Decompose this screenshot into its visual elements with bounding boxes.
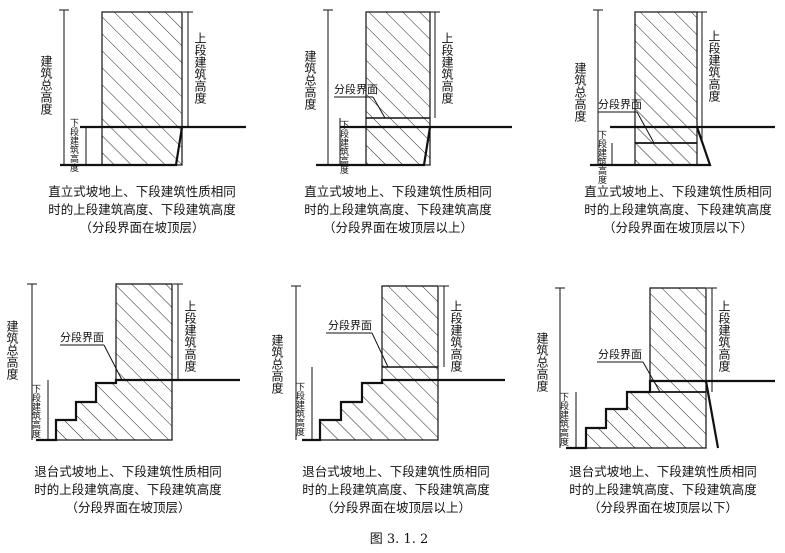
lower-height-label: 下段建筑高度 bbox=[30, 384, 41, 439]
building-block bbox=[365, 11, 431, 166]
total-height-label: 建筑总高度 bbox=[573, 62, 587, 122]
ground-stepped bbox=[36, 378, 240, 442]
panel-straight-below-top: 分段界面 建筑总高度 上段建筑高度 下段建筑高度 直立式坡地上、下段建筑性质相同… bbox=[573, 9, 775, 235]
caption-line-1: 退台式坡地上、下段建筑性质相同 bbox=[302, 464, 490, 479]
panel-terraced-at-top: 分段界面 建筑总高度 上段建筑高度 下段建筑高度 退台式坡地上、下段建筑性质相同… bbox=[5, 283, 240, 515]
lower-height-label: 下段建筑高度 bbox=[294, 382, 305, 437]
caption-line-3: （分段界面在坡顶层以上） bbox=[323, 220, 473, 235]
lower-height-label: 下段建筑高度 bbox=[558, 392, 569, 447]
caption-line-1: 直立式坡地上、下段建筑性质相同 bbox=[584, 184, 772, 199]
panel-straight-above-top: 分段界面 建筑总高度 上段建筑高度 下段建筑高度 直立式坡地上、下段建筑性质相同… bbox=[303, 9, 512, 235]
caption-line-2: 时的上段建筑高度、下段建筑高度 bbox=[569, 482, 757, 497]
caption-line-1: 直立式坡地上、下段建筑性质相同 bbox=[48, 184, 236, 199]
caption-line-1: 退台式坡地上、下段建筑性质相同 bbox=[569, 464, 757, 479]
upper-height-label: 上段建筑高度 bbox=[449, 300, 463, 372]
figure-number: 图 3. 1. 2 bbox=[370, 532, 428, 547]
caption-line-3: （分段界面在坡顶层以下） bbox=[603, 220, 753, 235]
panel-terraced-above-top: 分段界面 建筑总高度 上段建筑高度 下段建筑高度 退台式坡地上、下段建筑性质相同… bbox=[270, 285, 505, 515]
caption-line-3: （分段界面在坡顶层以上） bbox=[321, 500, 471, 515]
total-height-label: 建筑总高度 bbox=[39, 55, 53, 115]
total-height-label: 建筑总高度 bbox=[535, 332, 549, 392]
upper-height-label: 上段建筑高度 bbox=[183, 300, 197, 372]
interface-label: 分段界面 bbox=[598, 347, 642, 361]
upper-height-label: 上段建筑高度 bbox=[193, 32, 207, 104]
caption-line-3: （分段界面在坡顶层） bbox=[65, 500, 190, 515]
lower-height-label: 下段建筑高度 bbox=[338, 120, 349, 175]
building-block bbox=[319, 285, 439, 441]
caption-line-3: （分段界面在坡顶层） bbox=[79, 220, 204, 235]
upper-height-label: 上段建筑高度 bbox=[717, 300, 731, 372]
caption-line-2: 时的上段建筑高度、下段建筑高度 bbox=[302, 482, 490, 497]
caption-line-2: 时的上段建筑高度、下段建筑高度 bbox=[304, 202, 492, 217]
ground-stepped bbox=[566, 379, 775, 450]
lower-height-label: 下段建筑高度 bbox=[596, 130, 607, 185]
caption-line-1: 退台式坡地上、下段建筑性质相同 bbox=[34, 464, 222, 479]
interface-label: 分段界面 bbox=[334, 82, 378, 96]
panel-straight-at-top: 建筑总高度 上段建筑高度 下段建筑高度 直立式坡地上、下段建筑性质相同 时的上段… bbox=[39, 9, 246, 235]
upper-height-label: 上段建筑高度 bbox=[440, 32, 454, 104]
total-height-label: 建筑总高度 bbox=[270, 334, 284, 394]
interface-label: 分段界面 bbox=[60, 330, 104, 344]
caption-line-3: （分段界面在坡顶层以下） bbox=[588, 500, 738, 515]
building-block bbox=[634, 11, 698, 166]
total-height-label: 建筑总高度 bbox=[303, 50, 317, 110]
caption-line-2: 时的上段建筑高度、下段建筑高度 bbox=[34, 482, 222, 497]
upper-height-label: 上段建筑高度 bbox=[707, 30, 721, 102]
lower-height-label: 下段建筑高度 bbox=[68, 118, 79, 173]
ground-line bbox=[590, 125, 775, 167]
ground-stepped bbox=[302, 378, 505, 442]
ground-line bbox=[60, 125, 246, 167]
caption-line-2: 时的上段建筑高度、下段建筑高度 bbox=[48, 202, 236, 217]
building-block bbox=[101, 11, 183, 166]
building-block bbox=[55, 283, 173, 441]
ground-line bbox=[316, 125, 512, 167]
caption-line-1: 直立式坡地上、下段建筑性质相同 bbox=[304, 184, 492, 199]
total-height-label: 建筑总高度 bbox=[5, 320, 19, 380]
interface-label: 分段界面 bbox=[598, 97, 642, 111]
interface-label: 分段界面 bbox=[328, 318, 372, 332]
caption-line-2: 时的上段建筑高度、下段建筑高度 bbox=[584, 202, 772, 217]
panel-terraced-below-top: 分段界面 建筑总高度 上段建筑高度 下段建筑高度 退台式坡地上、下段建筑性质相同… bbox=[535, 287, 775, 515]
